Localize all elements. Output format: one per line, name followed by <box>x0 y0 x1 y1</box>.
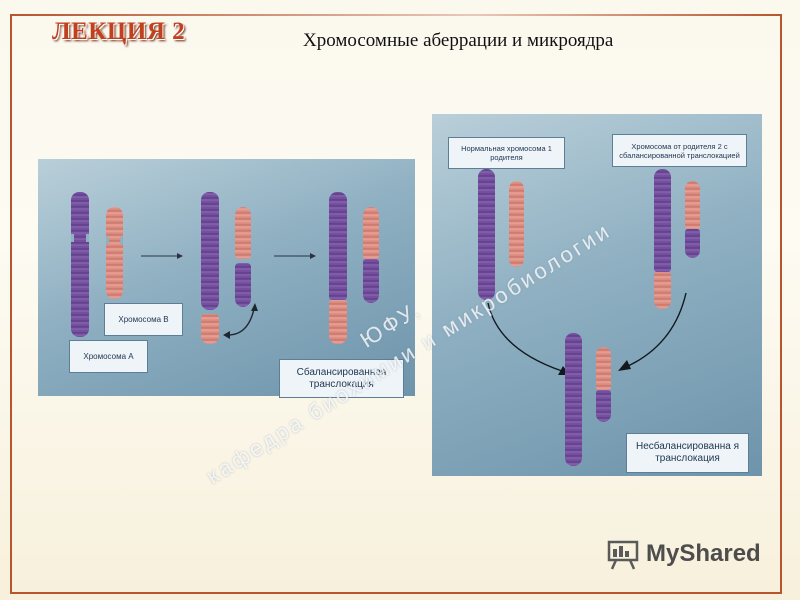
derivative-chromosome-b-segment <box>363 259 379 303</box>
derivative-chromosome-b <box>363 207 379 259</box>
parent2-derivative-a <box>654 169 671 272</box>
chromosome-b-label: Хромосома В <box>104 303 183 336</box>
unbalanced-translocation-panel: Нормальная хромосома 1 родителя Хромосом… <box>432 114 762 476</box>
derivative-chromosome-a-segment <box>329 300 347 344</box>
arrow-curve-right-icon <box>618 292 687 371</box>
offspring-chromosome-a <box>565 333 582 466</box>
chromosome-a-label: Хромосома А <box>69 340 148 373</box>
myshared-logo[interactable]: MyShared <box>606 537 761 571</box>
slide-title: Хромосомные аберрации и микроядра <box>303 30 614 51</box>
parent1-chromosome-a <box>478 169 495 300</box>
parent2-derivative-b <box>685 181 700 229</box>
logo-text: MyShared <box>646 540 761 567</box>
chromosome-b-broken <box>235 207 251 259</box>
balanced-translocation-panel: Хромосома В Хромосома А Сбалансированная… <box>38 159 415 398</box>
chromosome-a-fragment <box>201 314 219 344</box>
parent2-label: Хромосома от родителя 2 с сбалансированн… <box>612 134 747 167</box>
derivative-chromosome-a <box>329 192 347 300</box>
balanced-translocation-label: Сбалансированная транслокация <box>279 359 404 398</box>
parent2-derivative-b-segment <box>685 229 700 258</box>
unbalanced-translocation-label: Несбалансированна я транслокация <box>626 433 749 473</box>
presentation-board-icon <box>607 540 639 570</box>
parent2-derivative-a-segment <box>654 272 671 309</box>
parent1-label: Нормальная хромосома 1 родителя <box>448 137 565 169</box>
offspring-derivative-b <box>596 347 611 390</box>
arrow-right-icon <box>141 253 183 259</box>
chromosome-a-broken <box>201 192 219 310</box>
lecture-label: ЛЕКЦИЯ 2 <box>52 18 186 45</box>
chromosome-b <box>106 207 123 299</box>
parent1-chromosome-b <box>509 181 524 267</box>
offspring-derivative-b-segment <box>596 390 611 422</box>
swap-arrow-icon <box>223 303 258 339</box>
chromosome-b-fragment <box>235 263 251 307</box>
slide-frame-top <box>10 14 782 16</box>
chromosome-a <box>71 192 89 337</box>
slide-frame <box>10 14 782 594</box>
arrow-right-icon <box>274 253 316 259</box>
